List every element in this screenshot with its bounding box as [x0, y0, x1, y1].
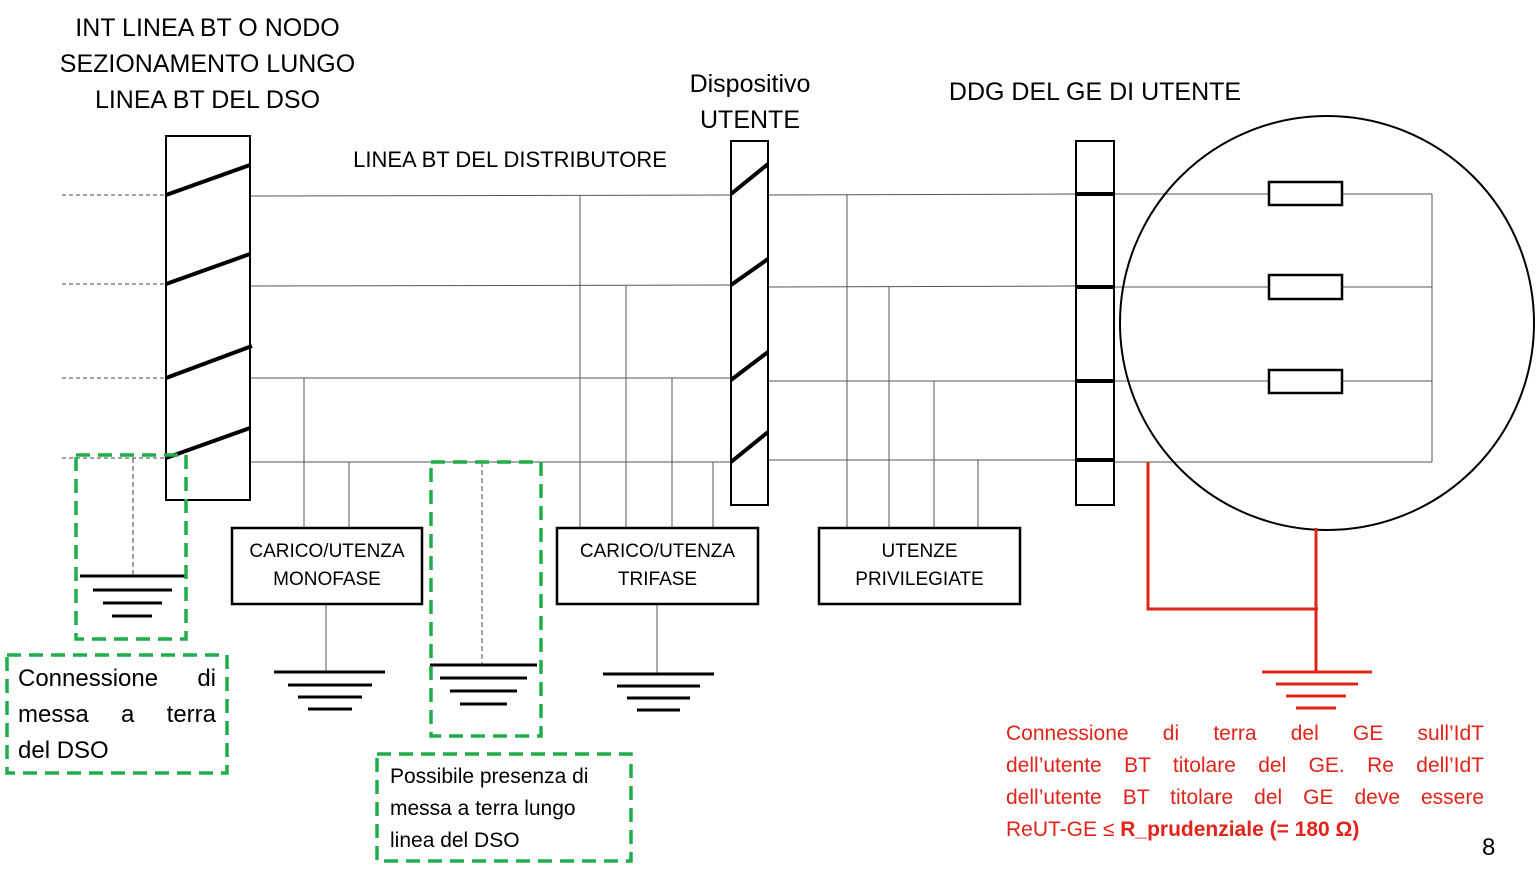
note-line: del DSO — [18, 737, 109, 764]
note-line: messa a terra — [18, 701, 216, 728]
line-title: LINEA BT DEL DISTRIBUTORE — [353, 147, 667, 172]
box-label-line: CARICO/UTENZA — [579, 541, 736, 562]
note-line: Connessione di terra del GE sull’IdT — [1006, 722, 1484, 745]
resistor — [1267, 273, 1344, 301]
resistor — [1267, 180, 1344, 207]
note-last-line: ReUT-GE ≤ R_prudenziale (= 180 Ω) — [1006, 814, 1484, 846]
switch-title-line: SEZIONAMENTO LUNGO — [59, 50, 356, 78]
resistor — [1267, 368, 1344, 395]
box-label-line: CARICO/UTENZA — [249, 541, 405, 562]
device-title-line: Dispositivo — [689, 70, 811, 98]
box-label-line: PRIVILEGIATE — [855, 569, 984, 590]
switch-int-linea — [165, 135, 253, 501]
dispositivo-utente — [729, 140, 770, 506]
switch-title-line: INT LINEA BT O NODO — [75, 14, 340, 42]
ddg-ge — [1075, 140, 1115, 506]
box-label-line: UTENZE — [881, 541, 958, 562]
note-line: messa a terra lungo — [390, 797, 576, 820]
note-bold: R_prudenziale (= 180 Ω) — [1120, 818, 1360, 841]
load-boxes — [230, 526, 1022, 606]
note-line: linea del DSO — [390, 829, 520, 852]
note-line: dell’utente BT titolare del GE deve esse… — [1006, 786, 1484, 809]
note-ge-earth: Connessione di terra del GE sull’IdT del… — [1006, 718, 1484, 846]
green-dashed-frames — [5, 453, 633, 863]
switch-title: INT LINEA BT O NODO SEZIONAMENTO LUNGO L… — [40, 10, 375, 118]
device-title: Dispositivo UTENTE — [660, 66, 840, 138]
note-line: Connessione di — [18, 665, 216, 692]
box-label-line: MONOFASE — [273, 569, 381, 590]
ddg-title: DDG DEL GE DI UTENTE — [948, 78, 1242, 106]
note-prefix: ReUT-GE ≤ — [1006, 818, 1121, 841]
dashed-ground-leads — [132, 458, 483, 665]
ground-symbols — [80, 574, 714, 712]
box-privilegiate-label: UTENZE PRIVILEGIATE — [819, 538, 1020, 594]
ge-earth-connection — [1146, 462, 1372, 710]
note-line: dell’utente BT titolare del GE. Re dell’… — [1006, 754, 1484, 777]
note-line: Possibile presenza di — [390, 765, 589, 788]
box-monofase-label: CARICO/UTENZA MONOFASE — [232, 538, 422, 594]
device-title-line: UTENTE — [700, 106, 800, 134]
note-dso-earth: Connessione di messa a terra del DSO — [18, 661, 216, 769]
note-possibile: Possibile presenza di messa a terra lung… — [390, 761, 625, 857]
switch-title-line: LINEA BT DEL DSO — [94, 86, 321, 114]
incoming-dashed-lines — [62, 194, 166, 459]
generator-circle — [1119, 115, 1535, 531]
box-label-line: TRIFASE — [617, 569, 698, 590]
page-number: 8 — [1482, 834, 1496, 861]
box-trifase-label: CARICO/UTENZA TRIFASE — [557, 538, 758, 594]
